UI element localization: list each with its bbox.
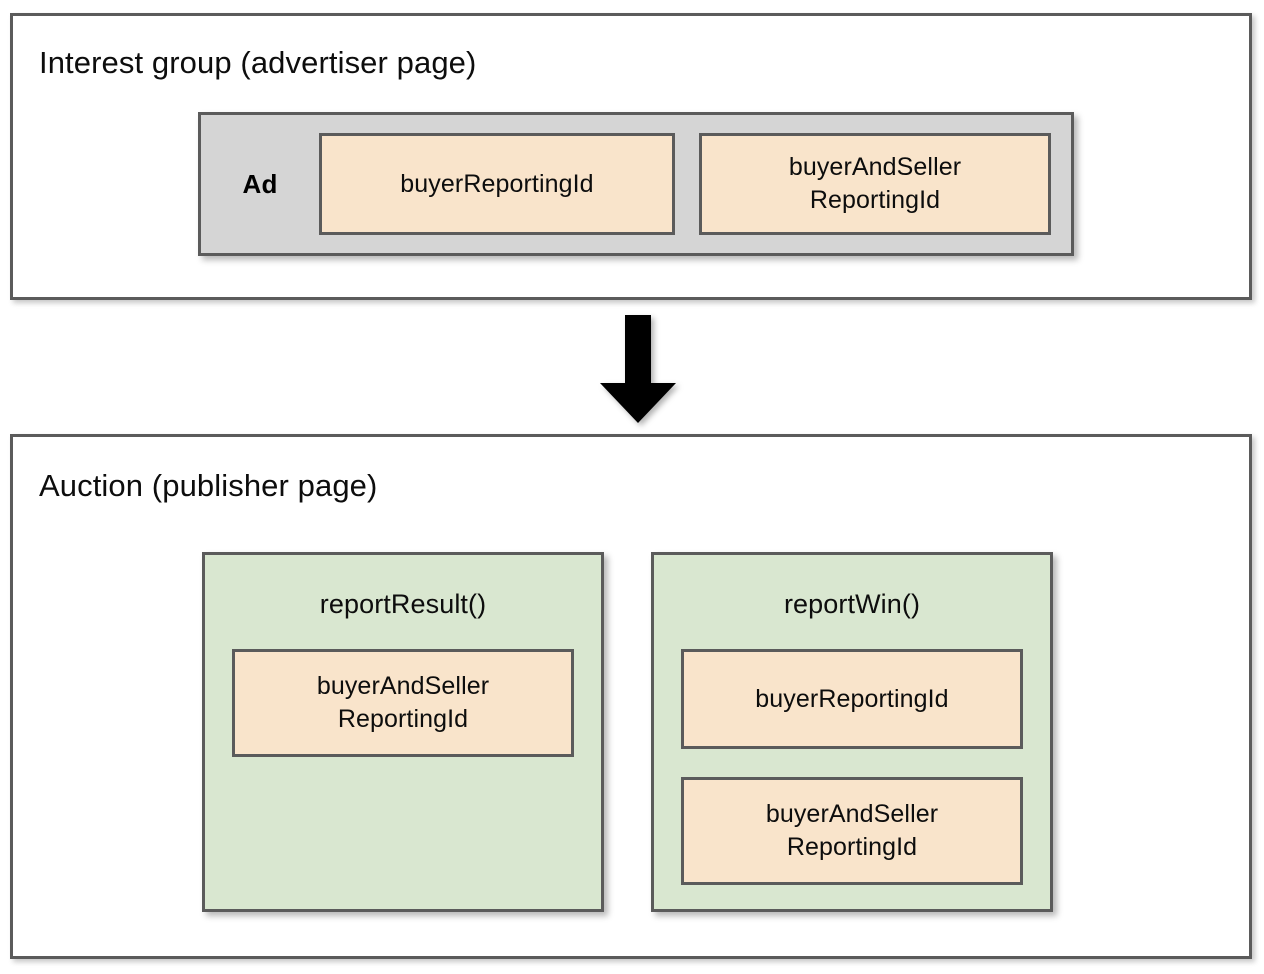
function-box-report-win: reportWin() buyerReportingId buyerAndSel…	[651, 552, 1053, 912]
field-line-1: buyerAndSeller	[316, 672, 490, 700]
function-box-report-result: reportResult() buyerAndSeller ReportingI…	[202, 552, 604, 912]
function-name-report-result: reportResult()	[319, 589, 487, 619]
section-auction: Auction (publisher page)	[10, 434, 1252, 959]
field-line-2: ReportingId	[337, 705, 469, 733]
field-buyer-and-seller-reporting-id-label: buyerAndSeller ReportingId	[766, 798, 938, 864]
field-buyer-and-seller-reporting-id-label: buyerAndSeller ReportingId	[317, 670, 489, 736]
field-buyer-reporting-id: buyerReportingId	[319, 133, 675, 235]
field-line-2: ReportingId	[809, 186, 941, 214]
field-buyer-reporting-id-label: buyerReportingId	[400, 169, 594, 198]
function-fields-report-result: buyerAndSeller ReportingId	[232, 649, 574, 785]
field-buyer-and-seller-reporting-id: buyerAndSeller ReportingId	[232, 649, 574, 757]
ad-label: Ad	[242, 168, 278, 199]
field-line-1: buyerAndSeller	[765, 800, 939, 828]
field-buyer-and-seller-reporting-id: buyerAndSeller ReportingId	[699, 133, 1051, 235]
field-buyer-and-seller-reporting-id-label: buyerAndSeller ReportingId	[789, 151, 961, 217]
field-buyer-reporting-id: buyerReportingId	[681, 649, 1023, 749]
ad-container: Ad buyerReportingId buyerAndSeller Repor…	[198, 112, 1074, 256]
section-title-auction: Auction (publisher page)	[39, 468, 378, 503]
section-title-interest-group: Interest group (advertiser page)	[39, 45, 477, 80]
section-interest-group: Interest group (advertiser page) Ad buye…	[10, 13, 1252, 300]
field-buyer-reporting-id-label: buyerReportingId	[755, 684, 949, 713]
field-line-2: ReportingId	[786, 833, 918, 861]
arrow-down-icon	[600, 315, 676, 423]
function-fields-report-win: buyerReportingId buyerAndSeller Reportin…	[681, 649, 1023, 913]
field-buyer-and-seller-reporting-id: buyerAndSeller ReportingId	[681, 777, 1023, 885]
function-name-report-win: reportWin()	[783, 589, 921, 619]
field-line-1: buyerAndSeller	[788, 153, 962, 181]
